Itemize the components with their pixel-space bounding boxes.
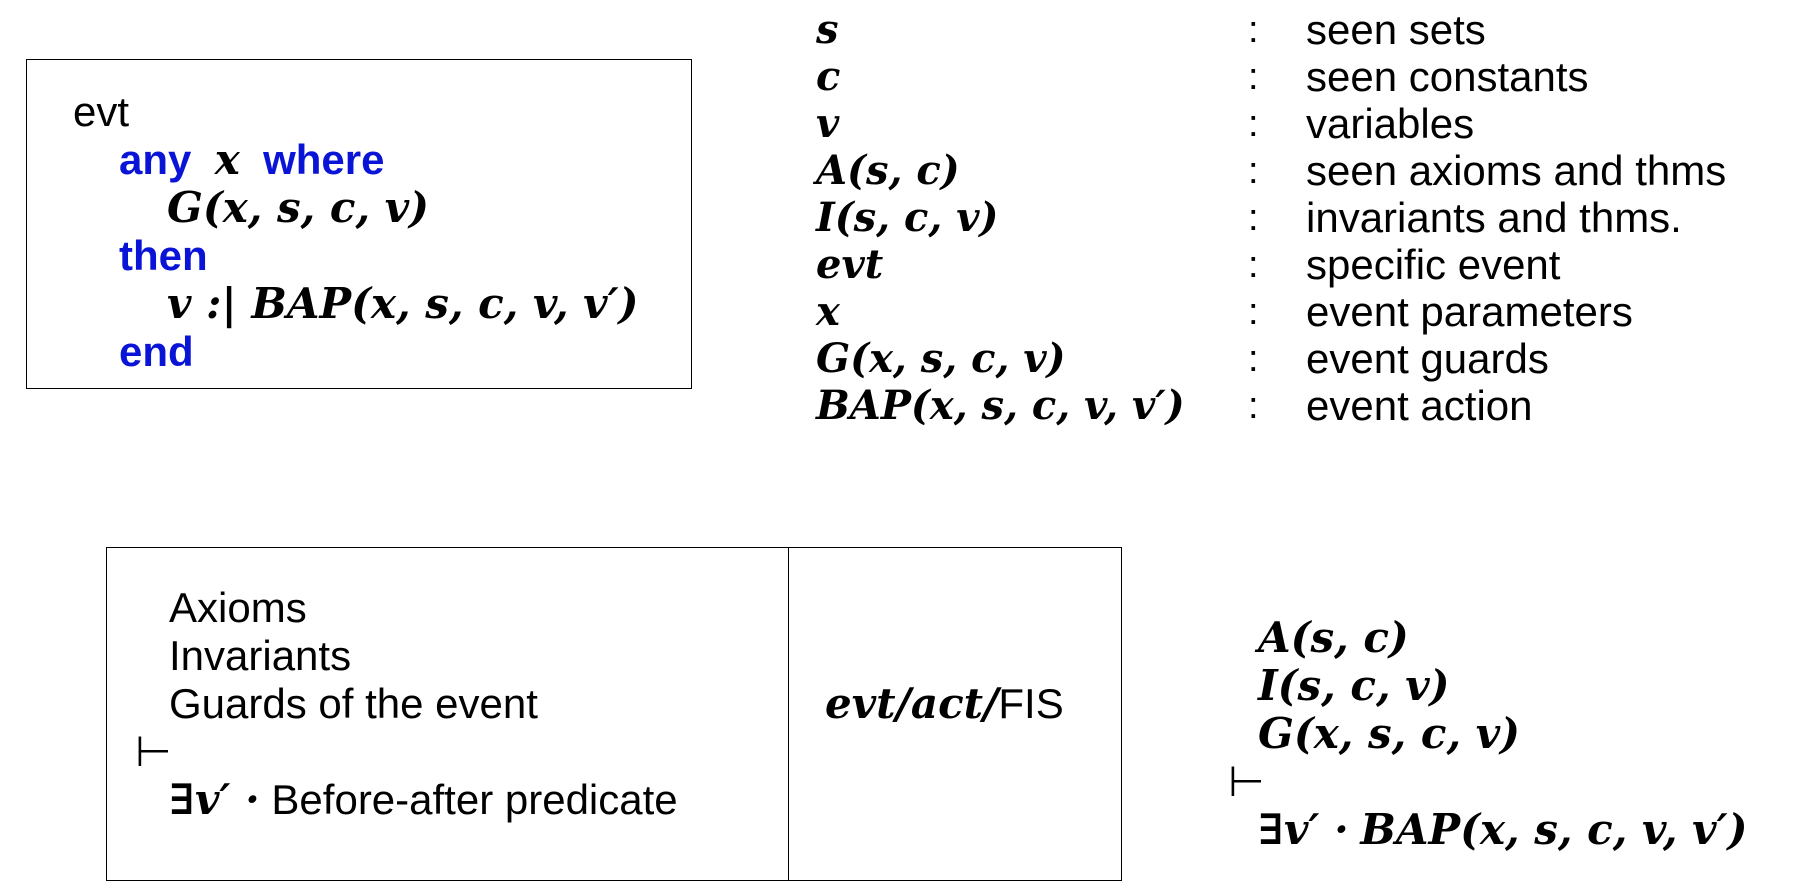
- legend-separator: :: [1248, 9, 1259, 51]
- legend-description: seen constants: [1306, 53, 1589, 100]
- legend-description: event parameters: [1306, 288, 1633, 335]
- keyword-any: any: [119, 136, 192, 183]
- legend-symbol: s: [816, 6, 839, 53]
- legend-symbol: evt: [816, 241, 884, 288]
- po-divider: [788, 548, 789, 880]
- keyword-end-text: end: [119, 328, 194, 375]
- event-name: evt: [73, 88, 129, 136]
- po-rule-label: evt/act/FIS: [825, 680, 1064, 728]
- po-hypothesis-invariants: Invariants: [169, 632, 352, 679]
- po-goal: ∃v′ · Before-after predicate: [169, 776, 678, 824]
- legend-description: event action: [1306, 382, 1533, 429]
- formal-hypothesis-guards: G(x, s, c, v): [1258, 709, 1521, 758]
- po-goal-text: Before-after predicate: [271, 776, 678, 823]
- legend-row: x : event parameters: [816, 288, 1796, 336]
- legend-symbol: v: [816, 100, 840, 147]
- legend-symbol: G(x, s, c, v): [816, 335, 1066, 382]
- event-name-text: evt: [73, 88, 130, 135]
- formal-goal-prefix: ∃v′ ·: [1258, 805, 1349, 854]
- legend-separator: :: [1248, 56, 1259, 98]
- legend-symbol: x: [816, 288, 840, 335]
- formal-hypothesis-axioms: A(s, c): [1258, 613, 1409, 662]
- legend-row: A(s, c) : seen axioms and thms: [816, 147, 1796, 195]
- po-goal-prefix: ∃v′ ·: [169, 775, 260, 824]
- legend-row: v : variables: [816, 100, 1796, 148]
- legend-row: BAP(x, s, c, v, v′) : event action: [816, 382, 1796, 430]
- proof-obligation-box: Axioms Invariants Guards of the event ⊢ …: [106, 547, 1122, 881]
- legend-symbol: A(s, c): [816, 147, 960, 194]
- formal-turnstile: ⊢: [1228, 758, 1265, 805]
- legend-row: c : seen constants: [816, 53, 1796, 101]
- legend-symbol: c: [816, 53, 841, 100]
- legend-description: invariants and thms.: [1306, 194, 1682, 241]
- legend-row: I(s, c, v) : invariants and thms.: [816, 194, 1796, 242]
- legend-separator: :: [1248, 385, 1259, 427]
- po-hypothesis-guards: Guards of the event: [169, 680, 538, 727]
- legend-separator: :: [1248, 244, 1259, 286]
- legend-separator: :: [1248, 150, 1259, 192]
- event-any-line: any x where: [119, 136, 385, 184]
- legend-description: event guards: [1306, 335, 1549, 382]
- legend-row: s : seen sets: [816, 6, 1796, 54]
- legend-separator: :: [1248, 291, 1259, 333]
- po-rule-label-math: evt/act/: [825, 679, 999, 728]
- legend-symbol: BAP(x, s, c, v, v′): [816, 382, 1185, 429]
- event-action-text: v :| BAP(x, s, c, v, v′): [167, 279, 639, 328]
- legend-symbol: I(s, c, v): [816, 194, 999, 241]
- legend-separator: :: [1248, 197, 1259, 239]
- legend-row: G(x, s, c, v) : event guards: [816, 335, 1796, 383]
- event-param: x: [214, 135, 240, 184]
- keyword-then: then: [119, 232, 208, 280]
- formal-goal-predicate: BAP(x, s, c, v, v′): [1360, 805, 1748, 854]
- keyword-end: end: [119, 328, 194, 376]
- formal-hypothesis-invariants: I(s, c, v): [1258, 661, 1450, 710]
- po-rule-label-text: FIS: [998, 680, 1064, 727]
- event-guard: G(x, s, c, v): [167, 184, 429, 232]
- legend-description: seen sets: [1306, 6, 1486, 53]
- event-box: evt any x where G(x, s, c, v) then v :| …: [26, 59, 692, 389]
- legend-row: evt : specific event: [816, 241, 1796, 289]
- po-hypothesis-axioms: Axioms: [169, 584, 307, 631]
- po-turnstile: ⊢: [135, 728, 172, 775]
- event-guard-text: G(x, s, c, v): [167, 183, 430, 232]
- legend-description: specific event: [1306, 241, 1561, 288]
- legend-description: seen axioms and thms: [1306, 147, 1727, 194]
- legend-description: variables: [1306, 100, 1475, 147]
- event-action: v :| BAP(x, s, c, v, v′): [167, 280, 639, 328]
- keyword-then-text: then: [119, 232, 208, 279]
- keyword-where: where: [263, 136, 385, 183]
- legend-separator: :: [1248, 338, 1259, 380]
- legend-separator: :: [1248, 103, 1259, 145]
- formal-goal: ∃v′ · BAP(x, s, c, v, v′): [1258, 806, 1748, 854]
